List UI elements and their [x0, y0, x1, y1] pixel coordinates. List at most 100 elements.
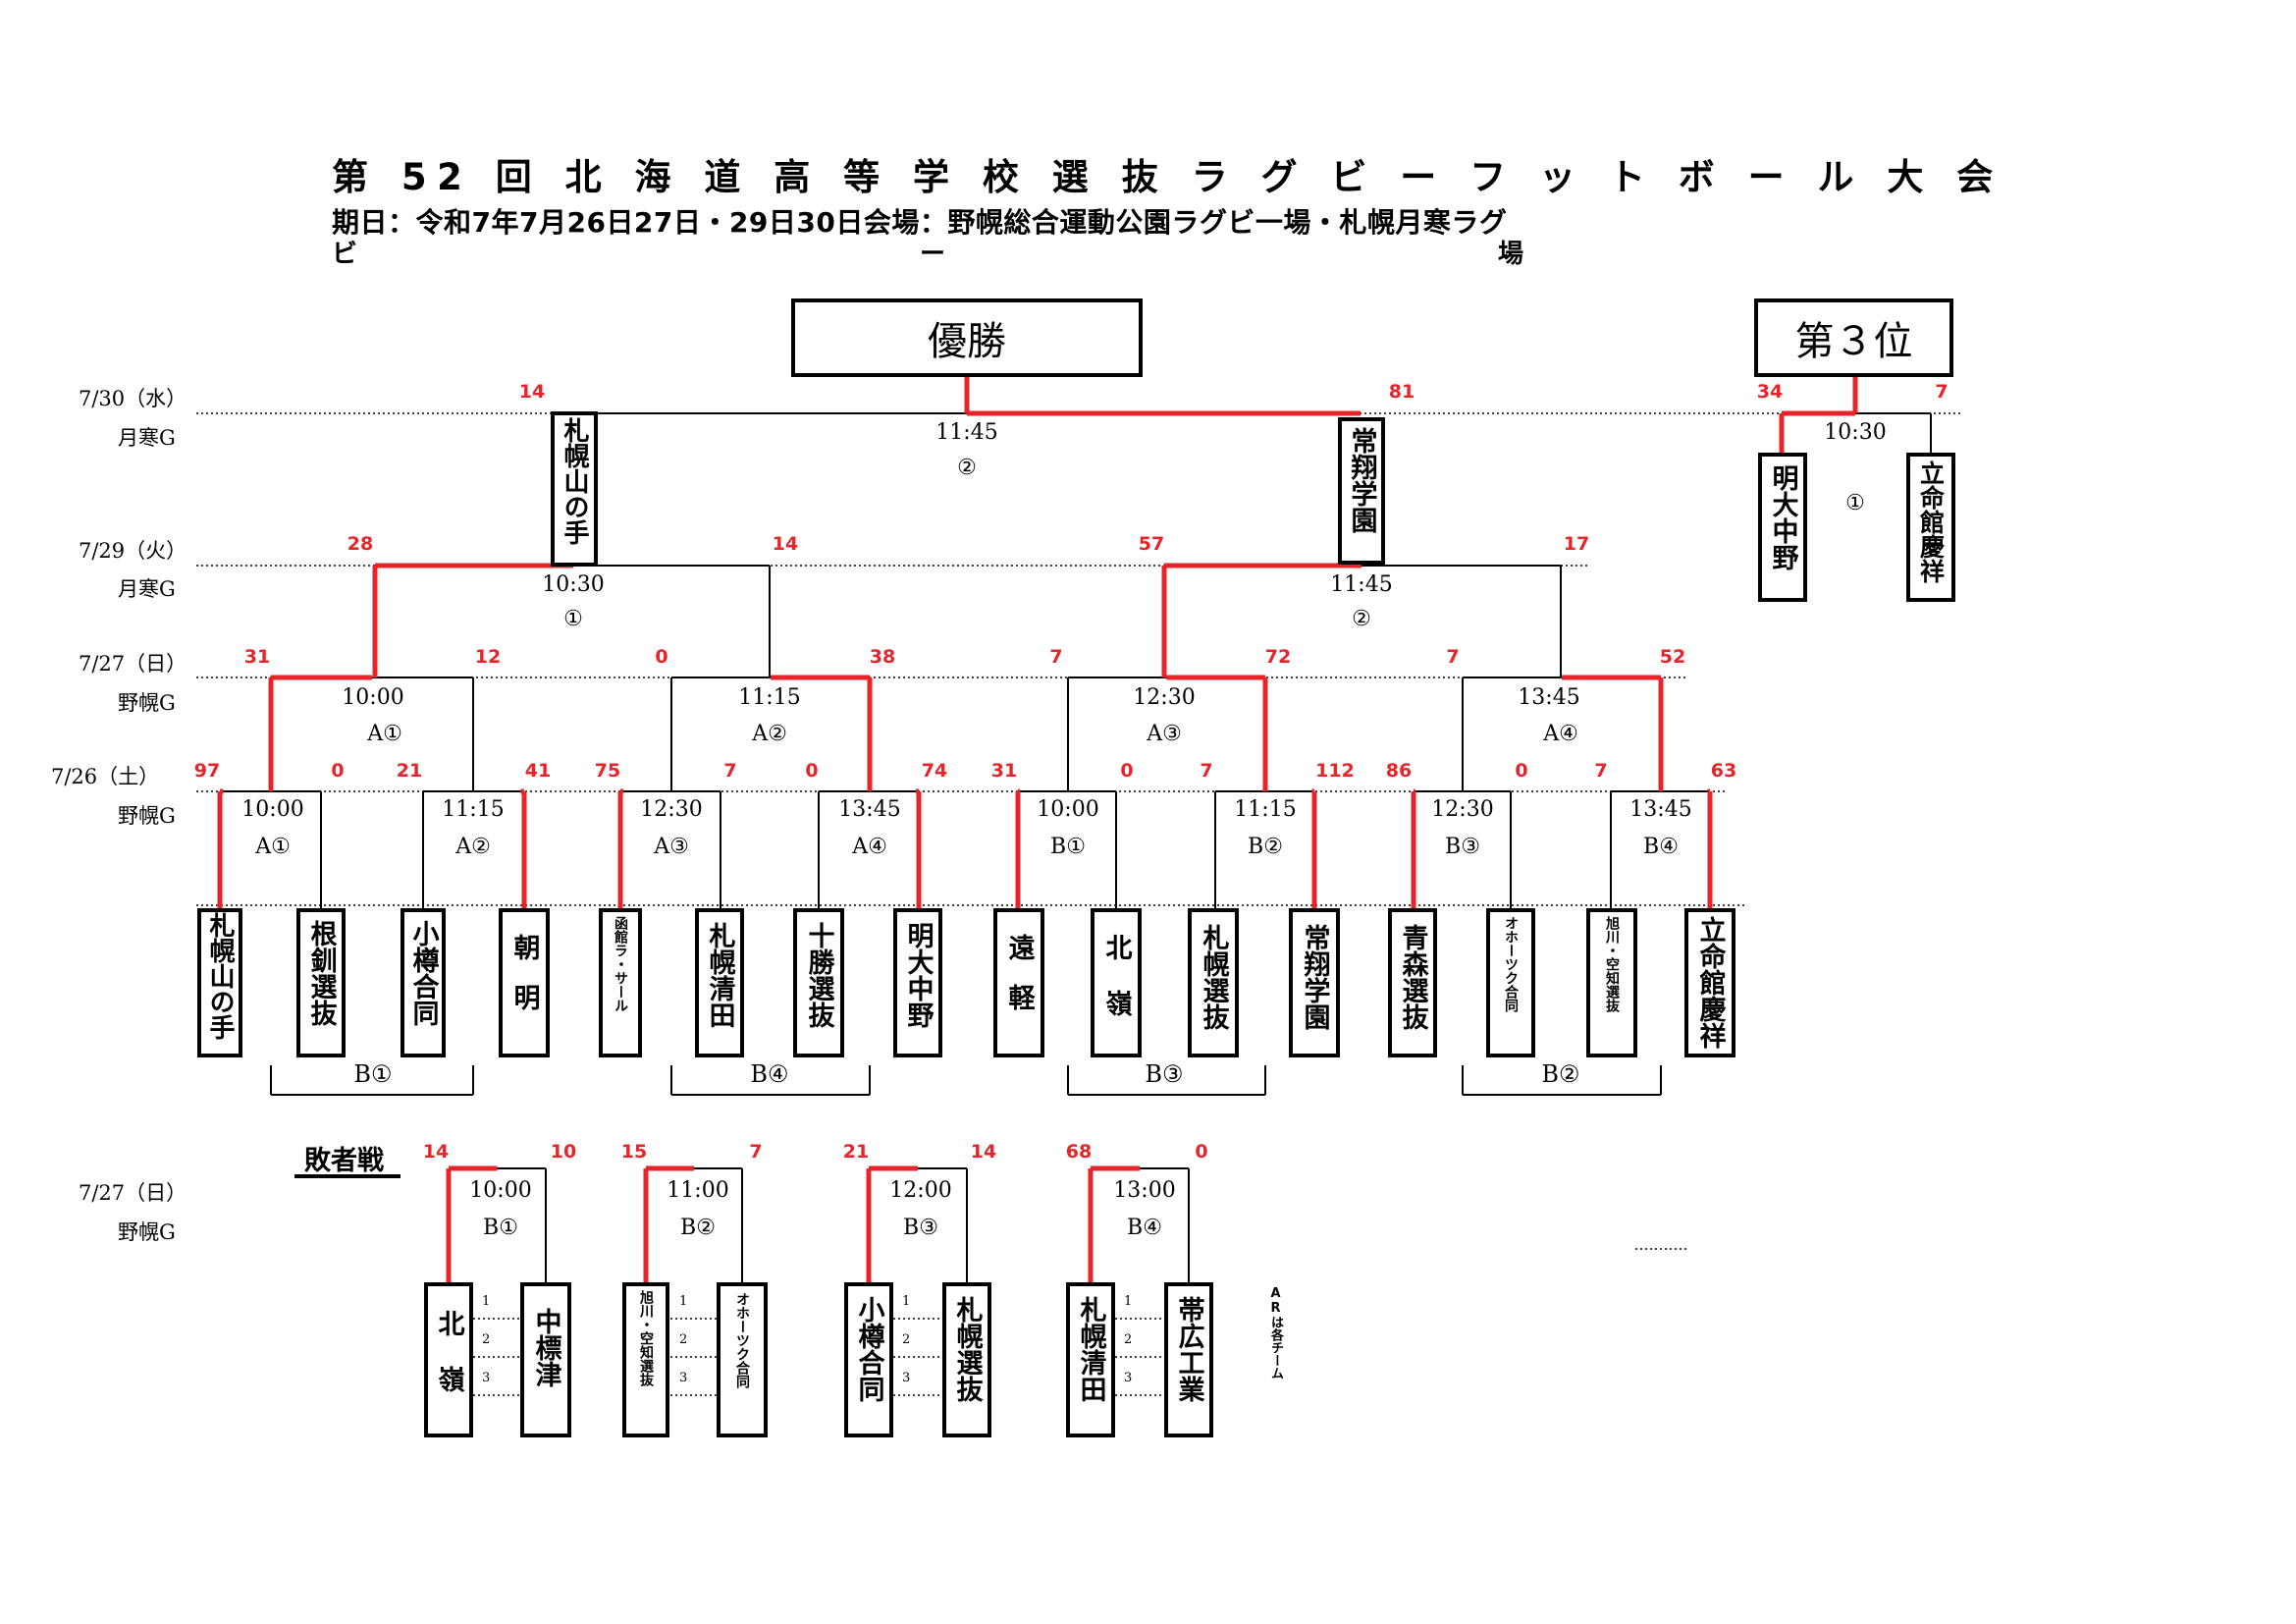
team-box: 札幌選抜 — [1188, 908, 1239, 1057]
ar-number: 2 — [482, 1332, 491, 1347]
ar-number: 2 — [679, 1332, 688, 1347]
third-place-team-box: 立命館慶祥 — [1906, 453, 1955, 602]
date-label: 7/27（日） — [79, 652, 187, 676]
consolation-team-box: 北嶺 — [424, 1282, 473, 1437]
team-box: 十勝選抜 — [793, 908, 844, 1057]
ar-note: ARは各チーム — [1268, 1286, 1283, 1380]
semifinal-number: ① — [563, 607, 583, 631]
team-box: 根釧選抜 — [296, 908, 346, 1057]
round1-time: 12:30 — [1431, 797, 1494, 822]
team-box: 小樽合同 — [400, 908, 446, 1057]
ar-number: 1 — [902, 1294, 911, 1309]
consolation-label: B② — [680, 1216, 716, 1240]
score: 0 — [655, 646, 668, 668]
consolation-team-box: 札幌選抜 — [942, 1282, 991, 1437]
ar-number: 2 — [902, 1332, 911, 1347]
consolation-label: B① — [483, 1216, 518, 1240]
score: 0 — [1195, 1141, 1208, 1163]
score: 86 — [1385, 760, 1413, 782]
ar-number: 1 — [1124, 1294, 1133, 1309]
score: 112 — [1315, 760, 1355, 782]
score: 15 — [620, 1141, 648, 1163]
score: 34 — [1756, 381, 1784, 403]
score: 0 — [1515, 760, 1528, 782]
consolation-time: 12:00 — [889, 1178, 952, 1203]
team-box: 函館ラ・サール — [599, 908, 642, 1057]
score: 7 — [749, 1141, 763, 1163]
score: 21 — [396, 760, 423, 782]
consolation-team-box: 中標津 — [520, 1282, 571, 1437]
schedule-subtitle: 期日：令和7年7月26日27日・29日30日会場：野幌総合運動公園ラグビ一場・札… — [332, 206, 1508, 239]
final-time: 11:45 — [935, 420, 998, 445]
score: 7 — [1594, 760, 1608, 782]
consolation-label: B④ — [1127, 1216, 1162, 1240]
finalist-box: 常翔学園 — [1338, 417, 1385, 565]
score: 10 — [550, 1141, 577, 1163]
pool-label: B① — [353, 1060, 393, 1088]
round1-time: 10:00 — [1037, 797, 1099, 822]
score: 7 — [1446, 646, 1460, 668]
score: 7 — [723, 760, 737, 782]
venue-label: 野幌G — [118, 804, 176, 828]
quarterfinal-time: 12:30 — [1133, 685, 1196, 710]
third-place-team-box: 明大中野 — [1758, 453, 1807, 602]
finalist-box: 札幌山の手 — [551, 411, 598, 567]
quarterfinal-time: 11:15 — [738, 685, 801, 710]
score: 97 — [193, 760, 221, 782]
quarterfinal-label: A① — [367, 722, 402, 746]
team-box: 明大中野 — [893, 908, 942, 1057]
semifinal-time: 11:45 — [1330, 572, 1393, 597]
score: 7 — [1200, 760, 1213, 782]
round1-time: 10:00 — [241, 797, 304, 822]
consolation-time: 10:00 — [469, 1178, 532, 1203]
semifinal-number: ② — [1352, 607, 1371, 631]
score: 52 — [1659, 646, 1686, 668]
team-box: 札幌山の手 — [197, 908, 242, 1057]
consolation-team-box: 旭川・空知選抜 — [622, 1282, 669, 1437]
score: 21 — [842, 1141, 870, 1163]
team-box: 青森選抜 — [1388, 908, 1437, 1057]
quarterfinal-label: A② — [752, 722, 787, 746]
score: 72 — [1264, 646, 1292, 668]
score: 14 — [772, 533, 799, 555]
quarterfinal-label: A④ — [1543, 722, 1578, 746]
round1-label: A① — [255, 835, 291, 859]
round1-time: 13:45 — [838, 797, 901, 822]
score: 74 — [921, 760, 948, 782]
consolation-time: 11:00 — [667, 1178, 729, 1203]
consolation-label: B③ — [903, 1216, 938, 1240]
score: 31 — [243, 646, 271, 668]
team-box: 札幌清田 — [695, 908, 744, 1057]
round1-label: B③ — [1445, 835, 1480, 859]
team-box: 北嶺 — [1091, 908, 1142, 1057]
score: 0 — [1120, 760, 1134, 782]
ar-number: 1 — [482, 1294, 491, 1309]
date-label: 7/26（土） — [51, 765, 160, 788]
venue-label: 月寒G — [118, 426, 176, 450]
score: 63 — [1710, 760, 1737, 782]
score: 14 — [518, 381, 546, 403]
score: 12 — [474, 646, 502, 668]
pool-label: B② — [1541, 1060, 1580, 1088]
third-place-label: 第３位 — [1794, 319, 1913, 364]
score: 7 — [1049, 646, 1063, 668]
semifinal-time: 10:30 — [542, 572, 605, 597]
round1-label: B④ — [1643, 835, 1679, 859]
champion-label: 優勝 — [928, 319, 1006, 364]
ar-number: 3 — [679, 1371, 688, 1385]
date-label: 7/30（水） — [79, 387, 187, 410]
consolation-team-box: 帯広工業 — [1164, 1282, 1213, 1437]
final-number: ② — [957, 456, 977, 480]
consolation-team-box: オホーツク合同 — [717, 1282, 768, 1437]
ar-number: 3 — [1124, 1371, 1133, 1385]
score: 75 — [594, 760, 621, 782]
score: 28 — [347, 533, 374, 555]
score: 41 — [524, 760, 552, 782]
consolation-title-underline — [294, 1174, 400, 1178]
score: 14 — [970, 1141, 997, 1163]
consolation-team-box: 札幌清田 — [1066, 1282, 1115, 1437]
score: 0 — [331, 760, 345, 782]
ar-number: 3 — [902, 1371, 911, 1385]
ar-number: 2 — [1124, 1332, 1133, 1347]
round1-label: A③ — [654, 835, 689, 859]
